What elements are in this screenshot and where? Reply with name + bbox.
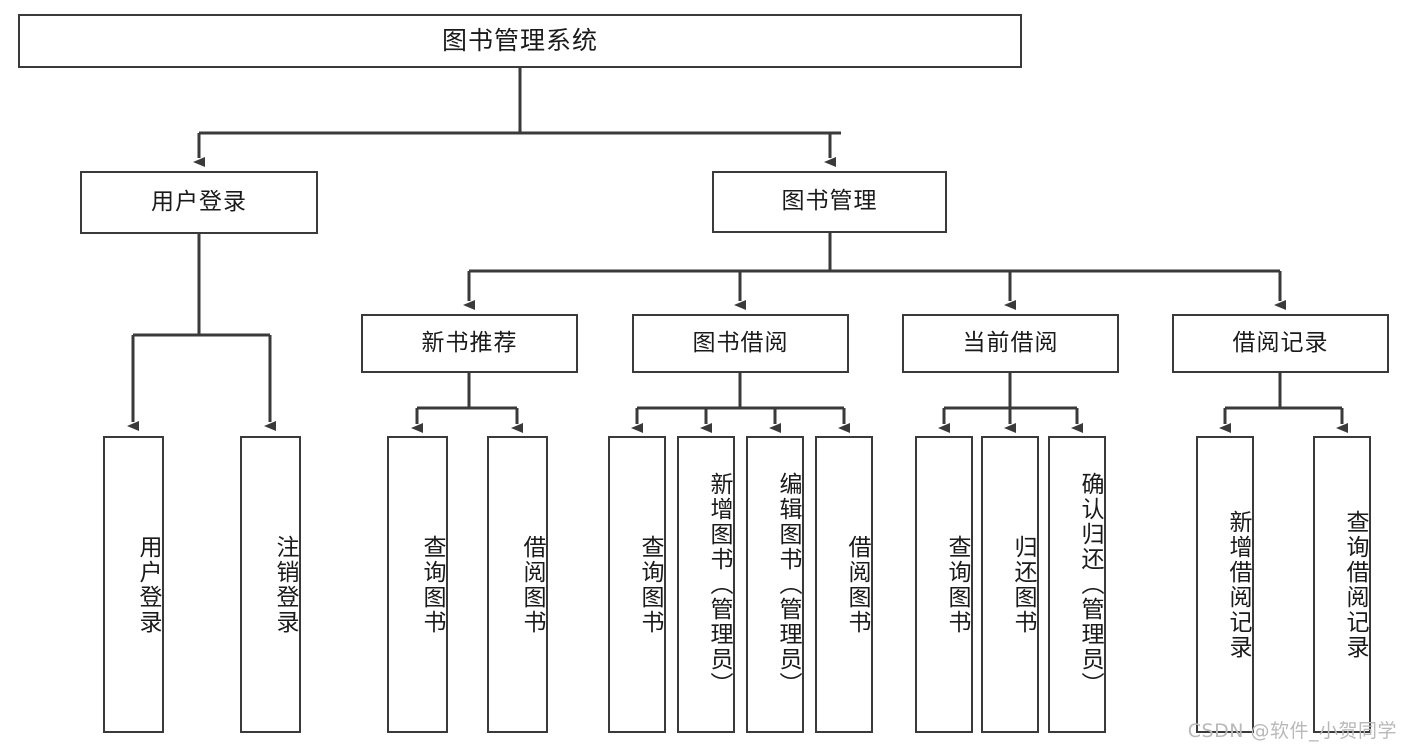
leaf-record-query-label: 查询借阅记录 bbox=[1342, 509, 1368, 660]
node-book-borrow-label: 图书借阅 bbox=[692, 329, 789, 356]
node-book-management-label: 图书管理 bbox=[781, 188, 878, 215]
leaf-new-query-book-label: 查询图书 bbox=[419, 534, 445, 635]
leaf-current-query-book[interactable]: 查询图书 bbox=[915, 436, 973, 733]
node-current-borrow[interactable]: 当前借阅 bbox=[902, 314, 1119, 373]
node-new-book-recommend[interactable]: 新书推荐 bbox=[361, 314, 578, 373]
leaf-current-query-book-label: 查询图书 bbox=[944, 534, 970, 635]
leaf-user-logout[interactable]: 注销登录 bbox=[240, 436, 301, 733]
leaf-borrow-add-book-label: 新增图书（管理员） bbox=[706, 472, 732, 697]
leaf-record-query[interactable]: 查询借阅记录 bbox=[1313, 436, 1371, 733]
node-root-label: 图书管理系统 bbox=[441, 26, 598, 55]
node-book-borrow[interactable]: 图书借阅 bbox=[632, 314, 849, 373]
leaf-new-borrow-book-label: 借阅图书 bbox=[519, 534, 545, 635]
node-borrow-record[interactable]: 借阅记录 bbox=[1172, 314, 1389, 373]
leaf-borrow-query-book-label: 查询图书 bbox=[637, 534, 663, 635]
node-borrow-record-label: 借阅记录 bbox=[1232, 329, 1329, 356]
leaf-borrow-edit-book-label: 编辑图书（管理员） bbox=[775, 472, 801, 697]
node-book-management[interactable]: 图书管理 bbox=[712, 171, 947, 233]
leaf-borrow-edit-book[interactable]: 编辑图书（管理员） bbox=[746, 436, 804, 733]
leaf-new-borrow-book[interactable]: 借阅图书 bbox=[487, 436, 548, 733]
node-user-login[interactable]: 用户登录 bbox=[80, 171, 318, 234]
leaf-borrow-borrow-book-label: 借阅图书 bbox=[844, 534, 870, 635]
watermark: CSDN @软件_小贺同学 bbox=[1187, 720, 1397, 742]
node-new-book-recommend-label: 新书推荐 bbox=[421, 329, 518, 356]
leaf-user-login-label: 用户登录 bbox=[135, 534, 161, 635]
leaf-record-add[interactable]: 新增借阅记录 bbox=[1196, 436, 1254, 733]
node-root[interactable]: 图书管理系统 bbox=[18, 14, 1022, 68]
leaf-record-add-label: 新增借阅记录 bbox=[1225, 509, 1251, 660]
node-user-login-label: 用户登录 bbox=[151, 188, 247, 215]
leaf-current-confirm-return-label: 确认归还（管理员） bbox=[1077, 472, 1103, 697]
leaf-user-login[interactable]: 用户登录 bbox=[103, 436, 164, 733]
leaf-user-logout-label: 注销登录 bbox=[272, 534, 298, 635]
leaf-borrow-borrow-book[interactable]: 借阅图书 bbox=[815, 436, 873, 733]
leaf-current-return-book-label: 归还图书 bbox=[1010, 534, 1036, 635]
leaf-current-return-book[interactable]: 归还图书 bbox=[981, 436, 1039, 733]
leaf-current-confirm-return[interactable]: 确认归还（管理员） bbox=[1048, 436, 1106, 733]
leaf-borrow-add-book[interactable]: 新增图书（管理员） bbox=[677, 436, 735, 733]
leaf-borrow-query-book[interactable]: 查询图书 bbox=[608, 436, 666, 733]
node-current-borrow-label: 当前借阅 bbox=[962, 329, 1059, 356]
leaf-new-query-book[interactable]: 查询图书 bbox=[387, 436, 448, 733]
